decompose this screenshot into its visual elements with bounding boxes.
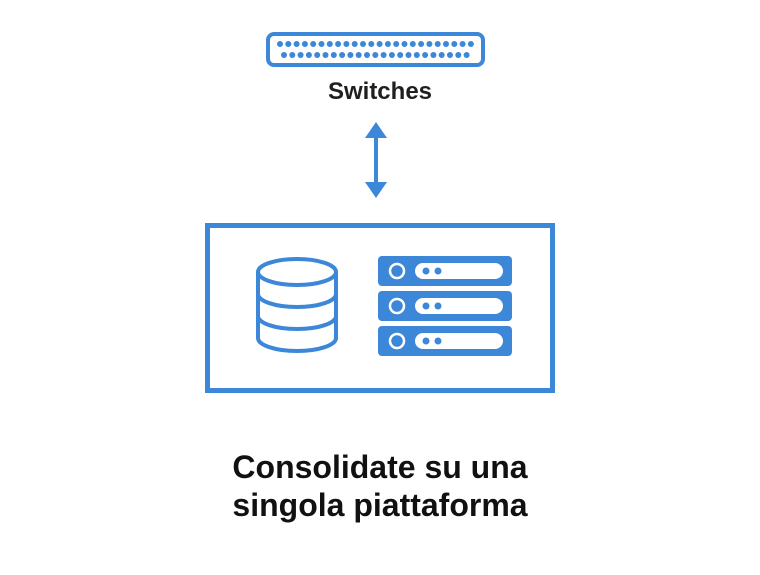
- bidirectional-arrow-icon: [365, 122, 387, 198]
- switches-label: Switches: [327, 78, 433, 105]
- database-icon: [256, 257, 338, 353]
- network-switch-icon: [266, 32, 485, 67]
- server-rack-icon: [378, 256, 512, 356]
- caption-line-1: Consolidate su una: [232, 449, 528, 485]
- consolidated-platform-box: [205, 223, 555, 393]
- caption-line-2: singola piattaforma: [232, 487, 528, 523]
- caption: Consolidate su una singola piattaforma: [0, 448, 760, 524]
